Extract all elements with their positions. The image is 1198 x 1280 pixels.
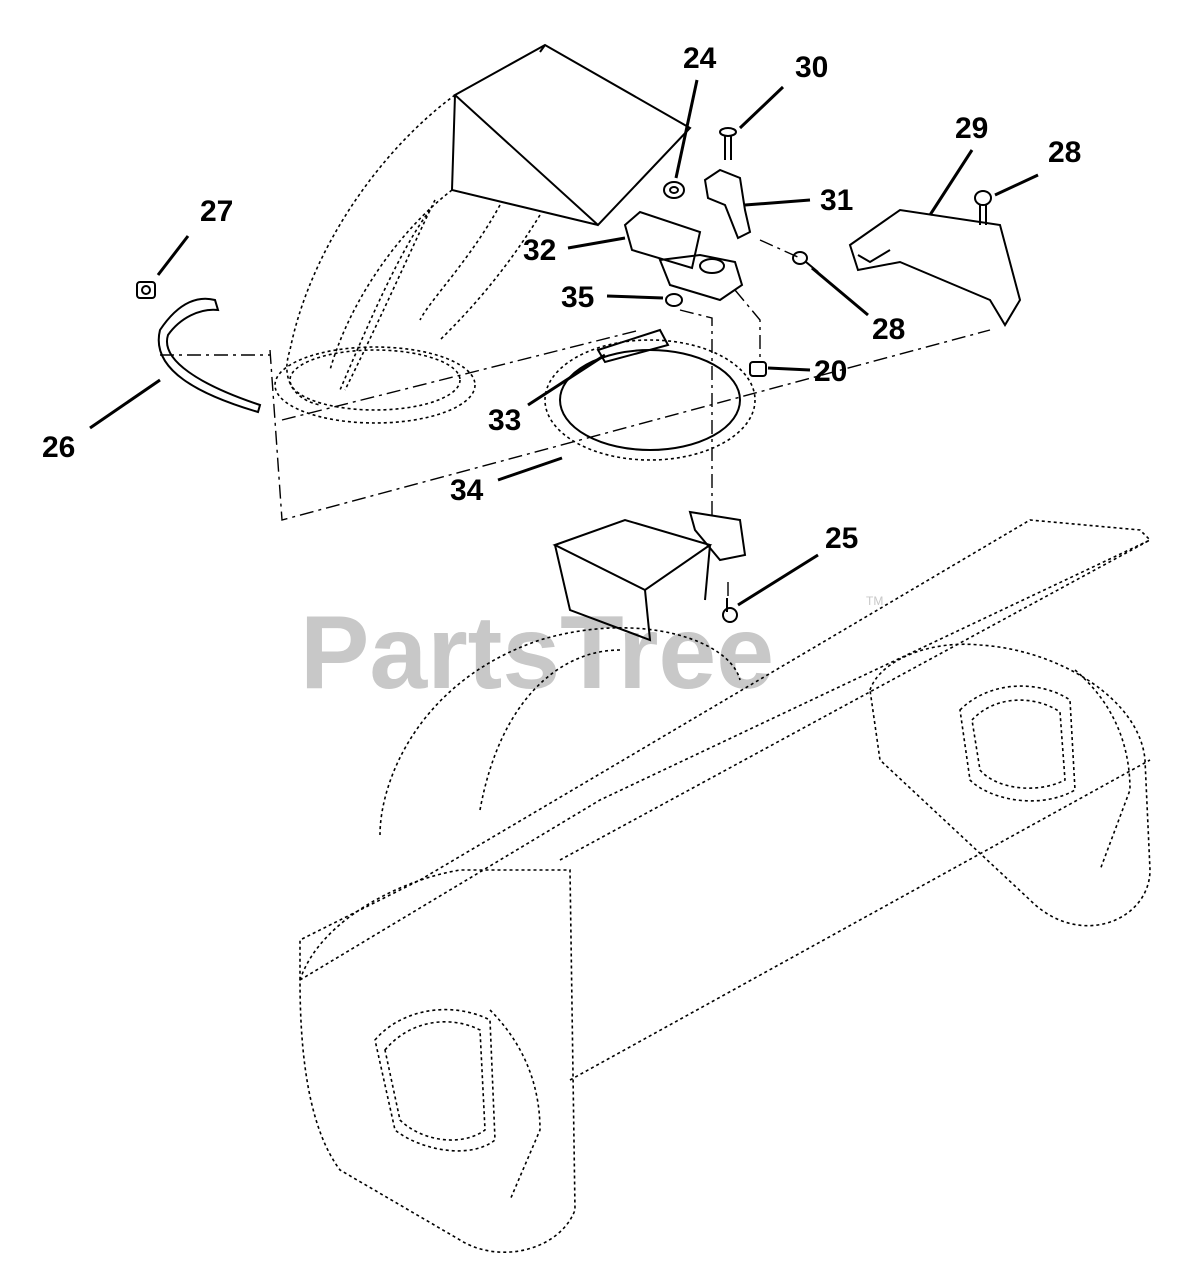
chute-collar: [552, 510, 747, 642]
leader-34: [497, 456, 563, 482]
screw-part-right: [974, 190, 992, 225]
bracket-part: [703, 168, 752, 240]
watermark: PartsTree TM: [300, 594, 883, 711]
callout-25: 25: [825, 522, 858, 555]
callout-33: 33: [488, 404, 521, 437]
washer-part: [663, 181, 685, 199]
callouts: 24 30 29 28 27 31 32 35 28 20 33 26 34 2…: [42, 42, 1081, 555]
cover-part: [848, 208, 1022, 327]
leader-27: [156, 235, 190, 276]
retainer-plate-part: [157, 297, 262, 414]
callout-20: 20: [814, 355, 847, 388]
leader-28a: [994, 173, 1039, 197]
bolt-part: [719, 127, 737, 160]
leader-lines: [89, 79, 1039, 607]
chute-plate-part: [596, 328, 670, 364]
small-washer-part: [665, 293, 683, 307]
leader-31: [744, 198, 811, 207]
leader-33: [527, 353, 606, 407]
watermark-text: PartsTree: [300, 595, 774, 711]
leader-20: [767, 366, 811, 372]
watermark-trademark: TM: [866, 594, 883, 608]
leader-30: [738, 85, 785, 130]
leader-24: [674, 79, 699, 179]
alignment-lines: [160, 239, 991, 598]
gear-ring-part: [544, 339, 756, 461]
motor-assembly-part: [623, 210, 744, 302]
leader-25: [737, 553, 819, 607]
leader-28b: [811, 266, 869, 317]
leader-29: [928, 149, 974, 216]
collar-bolt-part: [722, 598, 738, 623]
leader-32: [567, 236, 626, 250]
callout-32: 32: [523, 234, 556, 267]
callout-26: 26: [42, 431, 75, 464]
leader-26: [89, 378, 161, 430]
leader-35: [606, 294, 664, 300]
callout-27: 27: [200, 195, 233, 228]
nut-part: [136, 281, 156, 299]
auger-housing: [299, 519, 1152, 1253]
hex-nut-part: [749, 361, 767, 377]
discharge-chute: [274, 43, 692, 424]
callout-24: 24: [683, 42, 717, 75]
callout-28: 28: [1048, 136, 1081, 169]
callout-30: 30: [795, 51, 828, 84]
callout-31: 31: [820, 184, 853, 217]
callout-34: 34: [450, 474, 484, 507]
callout-29: 29: [955, 112, 988, 145]
callout-35: 35: [561, 281, 594, 314]
callout-28-lower: 28: [872, 313, 905, 346]
